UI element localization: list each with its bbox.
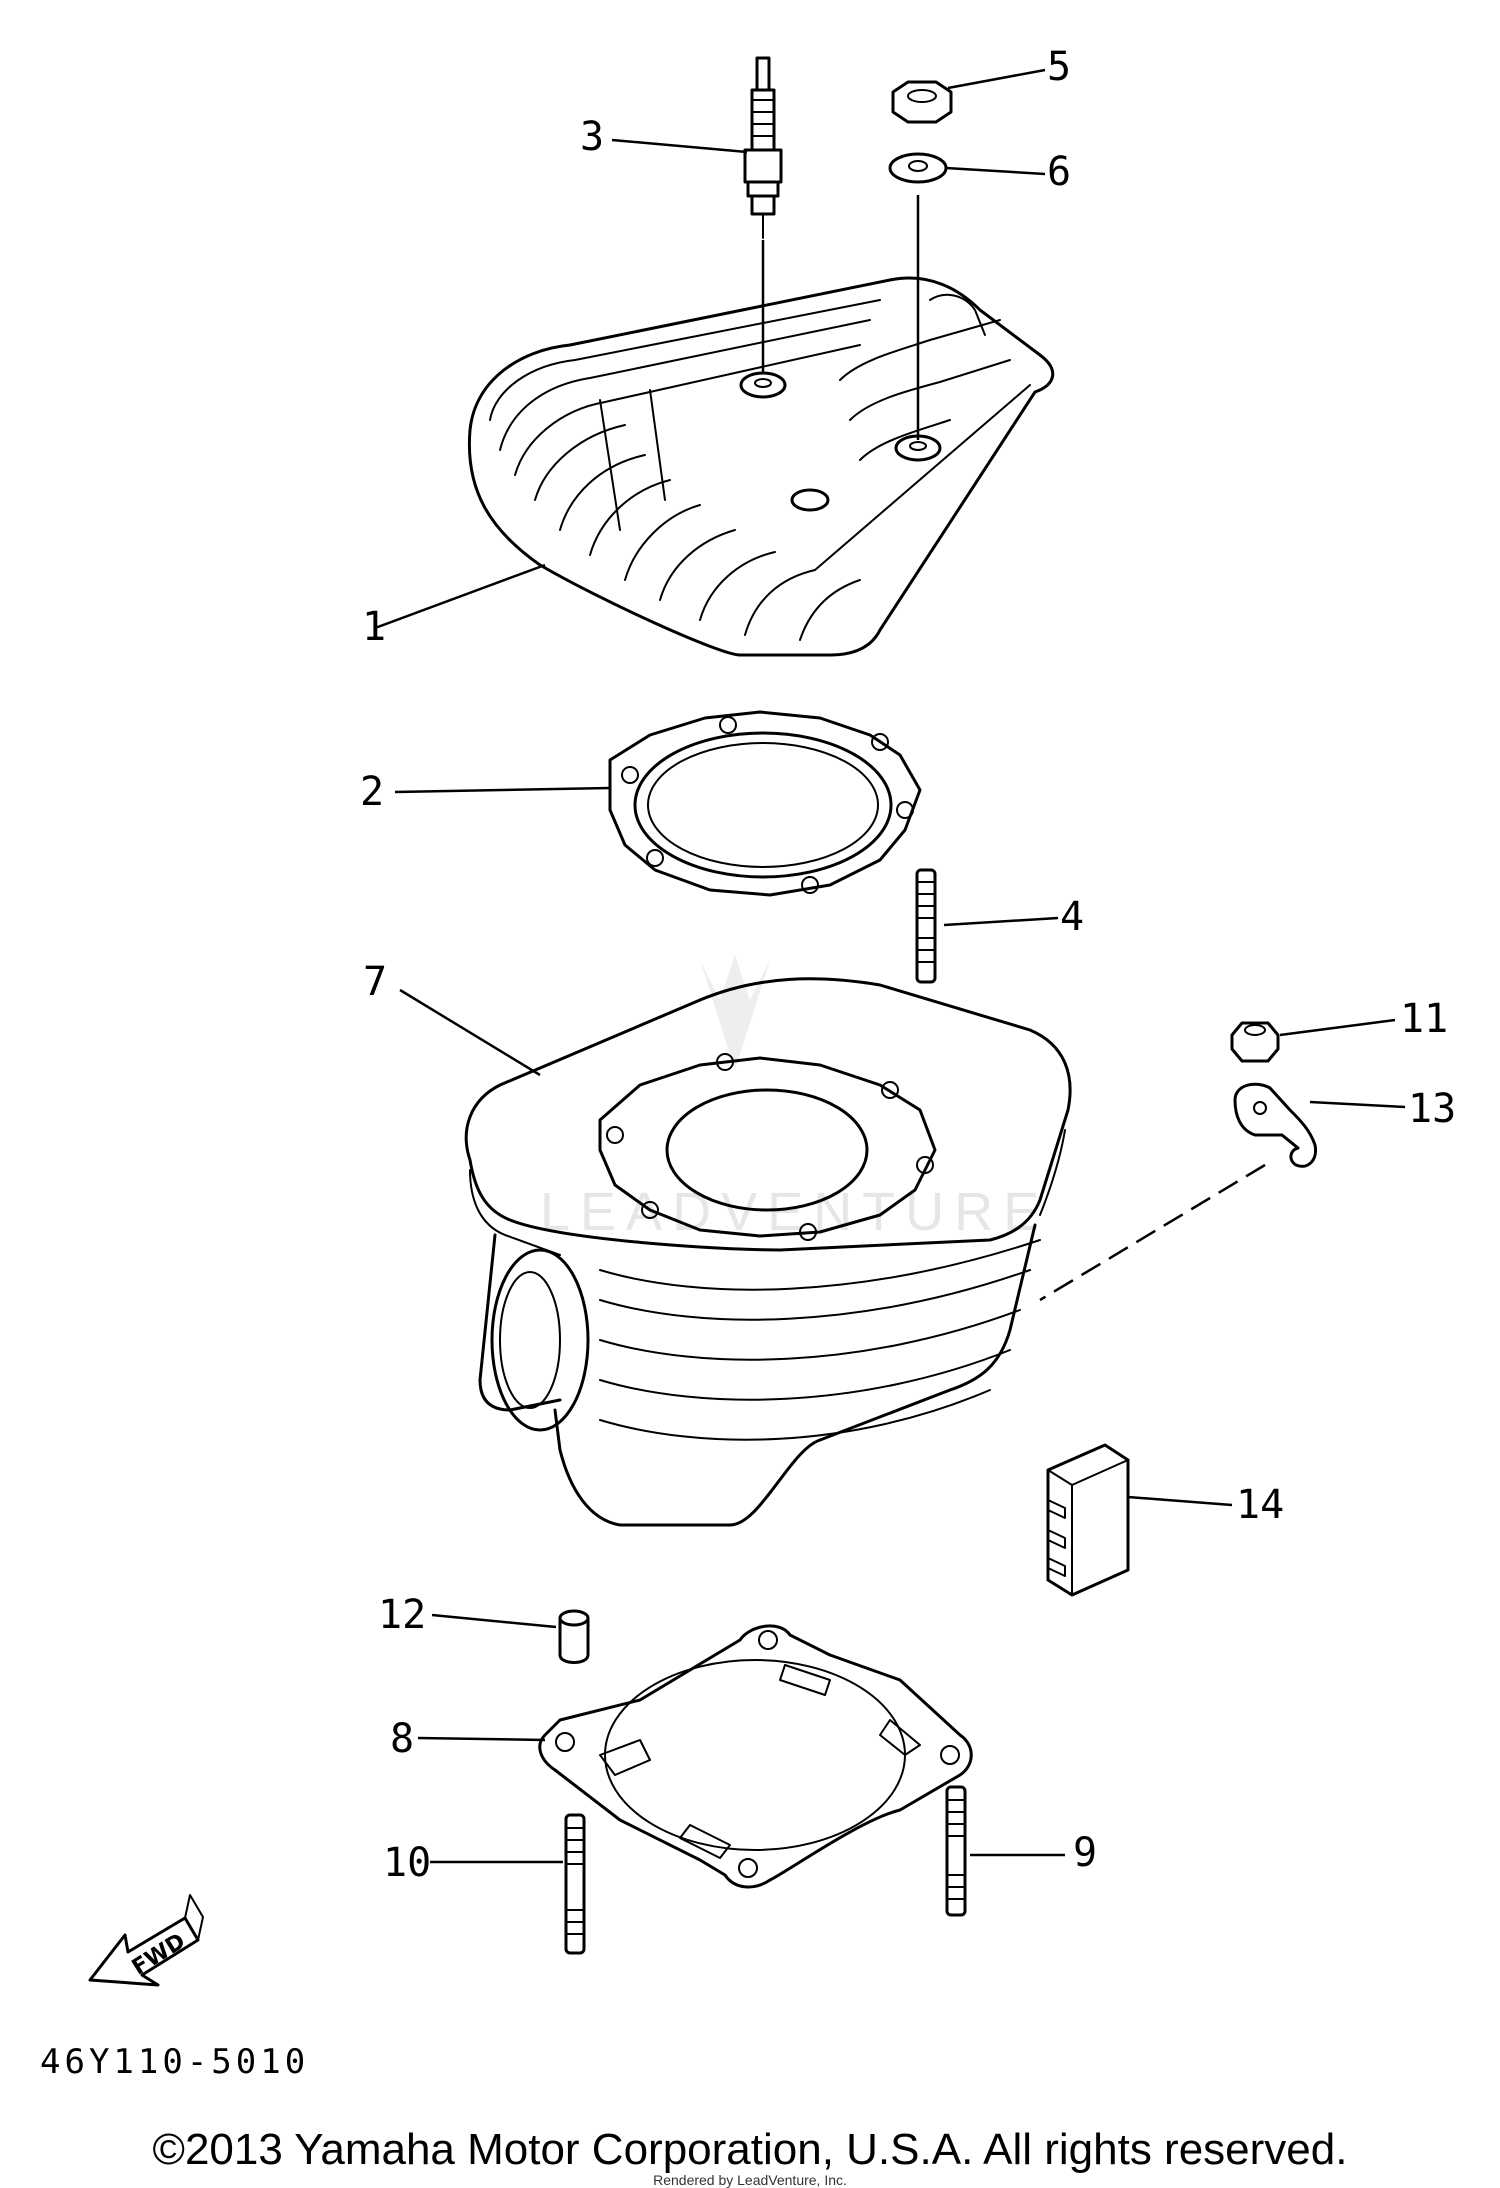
callout-11: 11 [1400,996,1448,1042]
bracket[interactable] [1233,1082,1318,1168]
callout-7: 7 [363,959,387,1005]
rendered-by-note: Rendered by LeadVenture, Inc. [653,2172,847,2188]
callout-10: 10 [383,1840,431,1886]
forward-arrow-icon: FWD [88,1894,204,1987]
spark-plug[interactable] [743,56,783,239]
copyright-notice: ©2013 Yamaha Motor Corporation, U.S.A. A… [152,2125,1348,2174]
stud-bolt-upper[interactable] [915,868,937,984]
callout-8: 8 [390,1716,414,1762]
cylinder-base-gasket[interactable] [538,1624,973,1889]
small-nut[interactable] [1230,1021,1280,1063]
bracket-guide-line [1039,1163,1266,1302]
callout-4: 4 [1060,894,1084,940]
callout-3: 3 [580,114,604,160]
washer[interactable] [888,152,948,184]
callout-13: 13 [1408,1086,1456,1132]
dowel-pin[interactable] [558,1609,590,1664]
callout-labels: 1 2 3 4 5 6 7 8 9 10 11 12 13 14 [360,44,1456,1886]
leader-lines [374,68,1406,1864]
callout-1: 1 [362,604,386,650]
callout-12: 12 [378,1592,426,1638]
damper[interactable] [1046,1443,1130,1597]
callout-6: 6 [1047,149,1071,195]
cylinder-head[interactable] [467,276,1054,657]
stud-bolt-right[interactable] [945,1785,967,1917]
cylinder-head-nut[interactable] [891,80,953,124]
callout-14: 14 [1236,1482,1284,1528]
diagram-code: 46Y110-5010 [40,2042,309,2082]
callout-9: 9 [1073,1830,1097,1876]
cylinder-head-gasket[interactable] [608,710,922,897]
callout-2: 2 [360,769,384,815]
fwd-label: FWD [128,1929,190,1981]
callout-5: 5 [1047,44,1071,90]
stud-bolt-left[interactable] [564,1813,586,1955]
watermark: LEADVENTURE [540,955,1039,1242]
cylinder[interactable] [464,977,1072,1527]
